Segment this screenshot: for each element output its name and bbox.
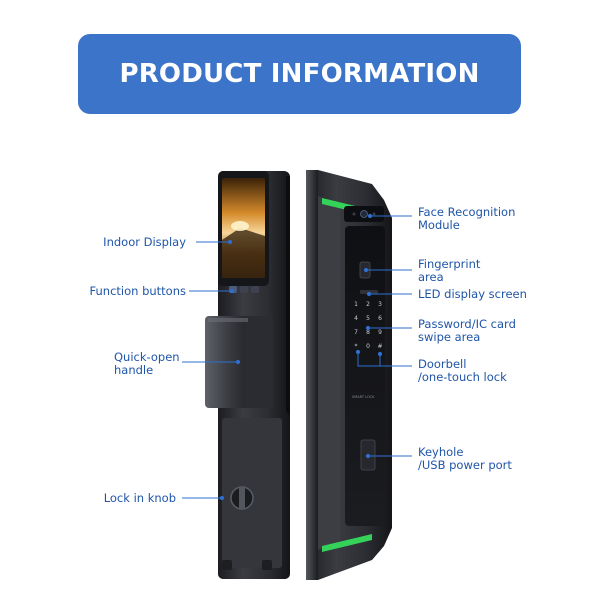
keypad-key[interactable]: 5 [366, 315, 370, 322]
keypad-key[interactable]: 7 [354, 329, 358, 336]
keypad-key[interactable]: * [355, 343, 358, 350]
callout-password-card: Password/IC card swipe area [418, 317, 516, 344]
indoor-unit [205, 171, 290, 579]
callout-lock-in-knob: Lock in knob [103, 491, 176, 505]
title-banner: PRODUCT INFORMATION [78, 34, 521, 114]
callout-quick-open-handle: Quick-open handle [114, 350, 180, 377]
callout-doorbell: Doorbell /one-touch lock [418, 357, 507, 384]
callout-led-display: LED display screen [418, 287, 527, 301]
keypad-key[interactable]: 3 [378, 301, 382, 308]
outdoor-unit: 1 2 3 4 5 6 7 8 9 * 0 # SMART LOCK [306, 170, 392, 580]
keypad-key[interactable]: 2 [366, 301, 370, 308]
keypad-key[interactable]: 0 [366, 343, 370, 350]
function-button-2[interactable] [240, 286, 248, 293]
callout-function-buttons: Function buttons [89, 284, 187, 298]
keypad-key[interactable]: 4 [354, 315, 358, 322]
brand-mark: SMART LOCK [352, 395, 375, 399]
callout-keyhole: Keyhole /USB power port [418, 445, 512, 472]
keypad-key[interactable]: 9 [378, 329, 382, 336]
keypad-key[interactable]: 6 [378, 315, 382, 322]
keypad-key[interactable]: # [377, 343, 382, 350]
keypad-key[interactable]: 1 [354, 301, 358, 308]
leader-lines [182, 213, 412, 501]
page-title: PRODUCT INFORMATION [119, 59, 480, 89]
callout-fingerprint: Fingerprint area [418, 257, 481, 284]
callout-indoor-display: Indoor Display [103, 235, 186, 249]
function-button-3[interactable] [251, 286, 259, 293]
keypad[interactable]: 1 2 3 4 5 6 7 8 9 * 0 # [354, 301, 382, 350]
keypad-key[interactable]: 8 [366, 329, 370, 336]
callout-face-recognition: Face Recognition Module [418, 205, 516, 232]
bottom-light-strip [322, 534, 372, 552]
